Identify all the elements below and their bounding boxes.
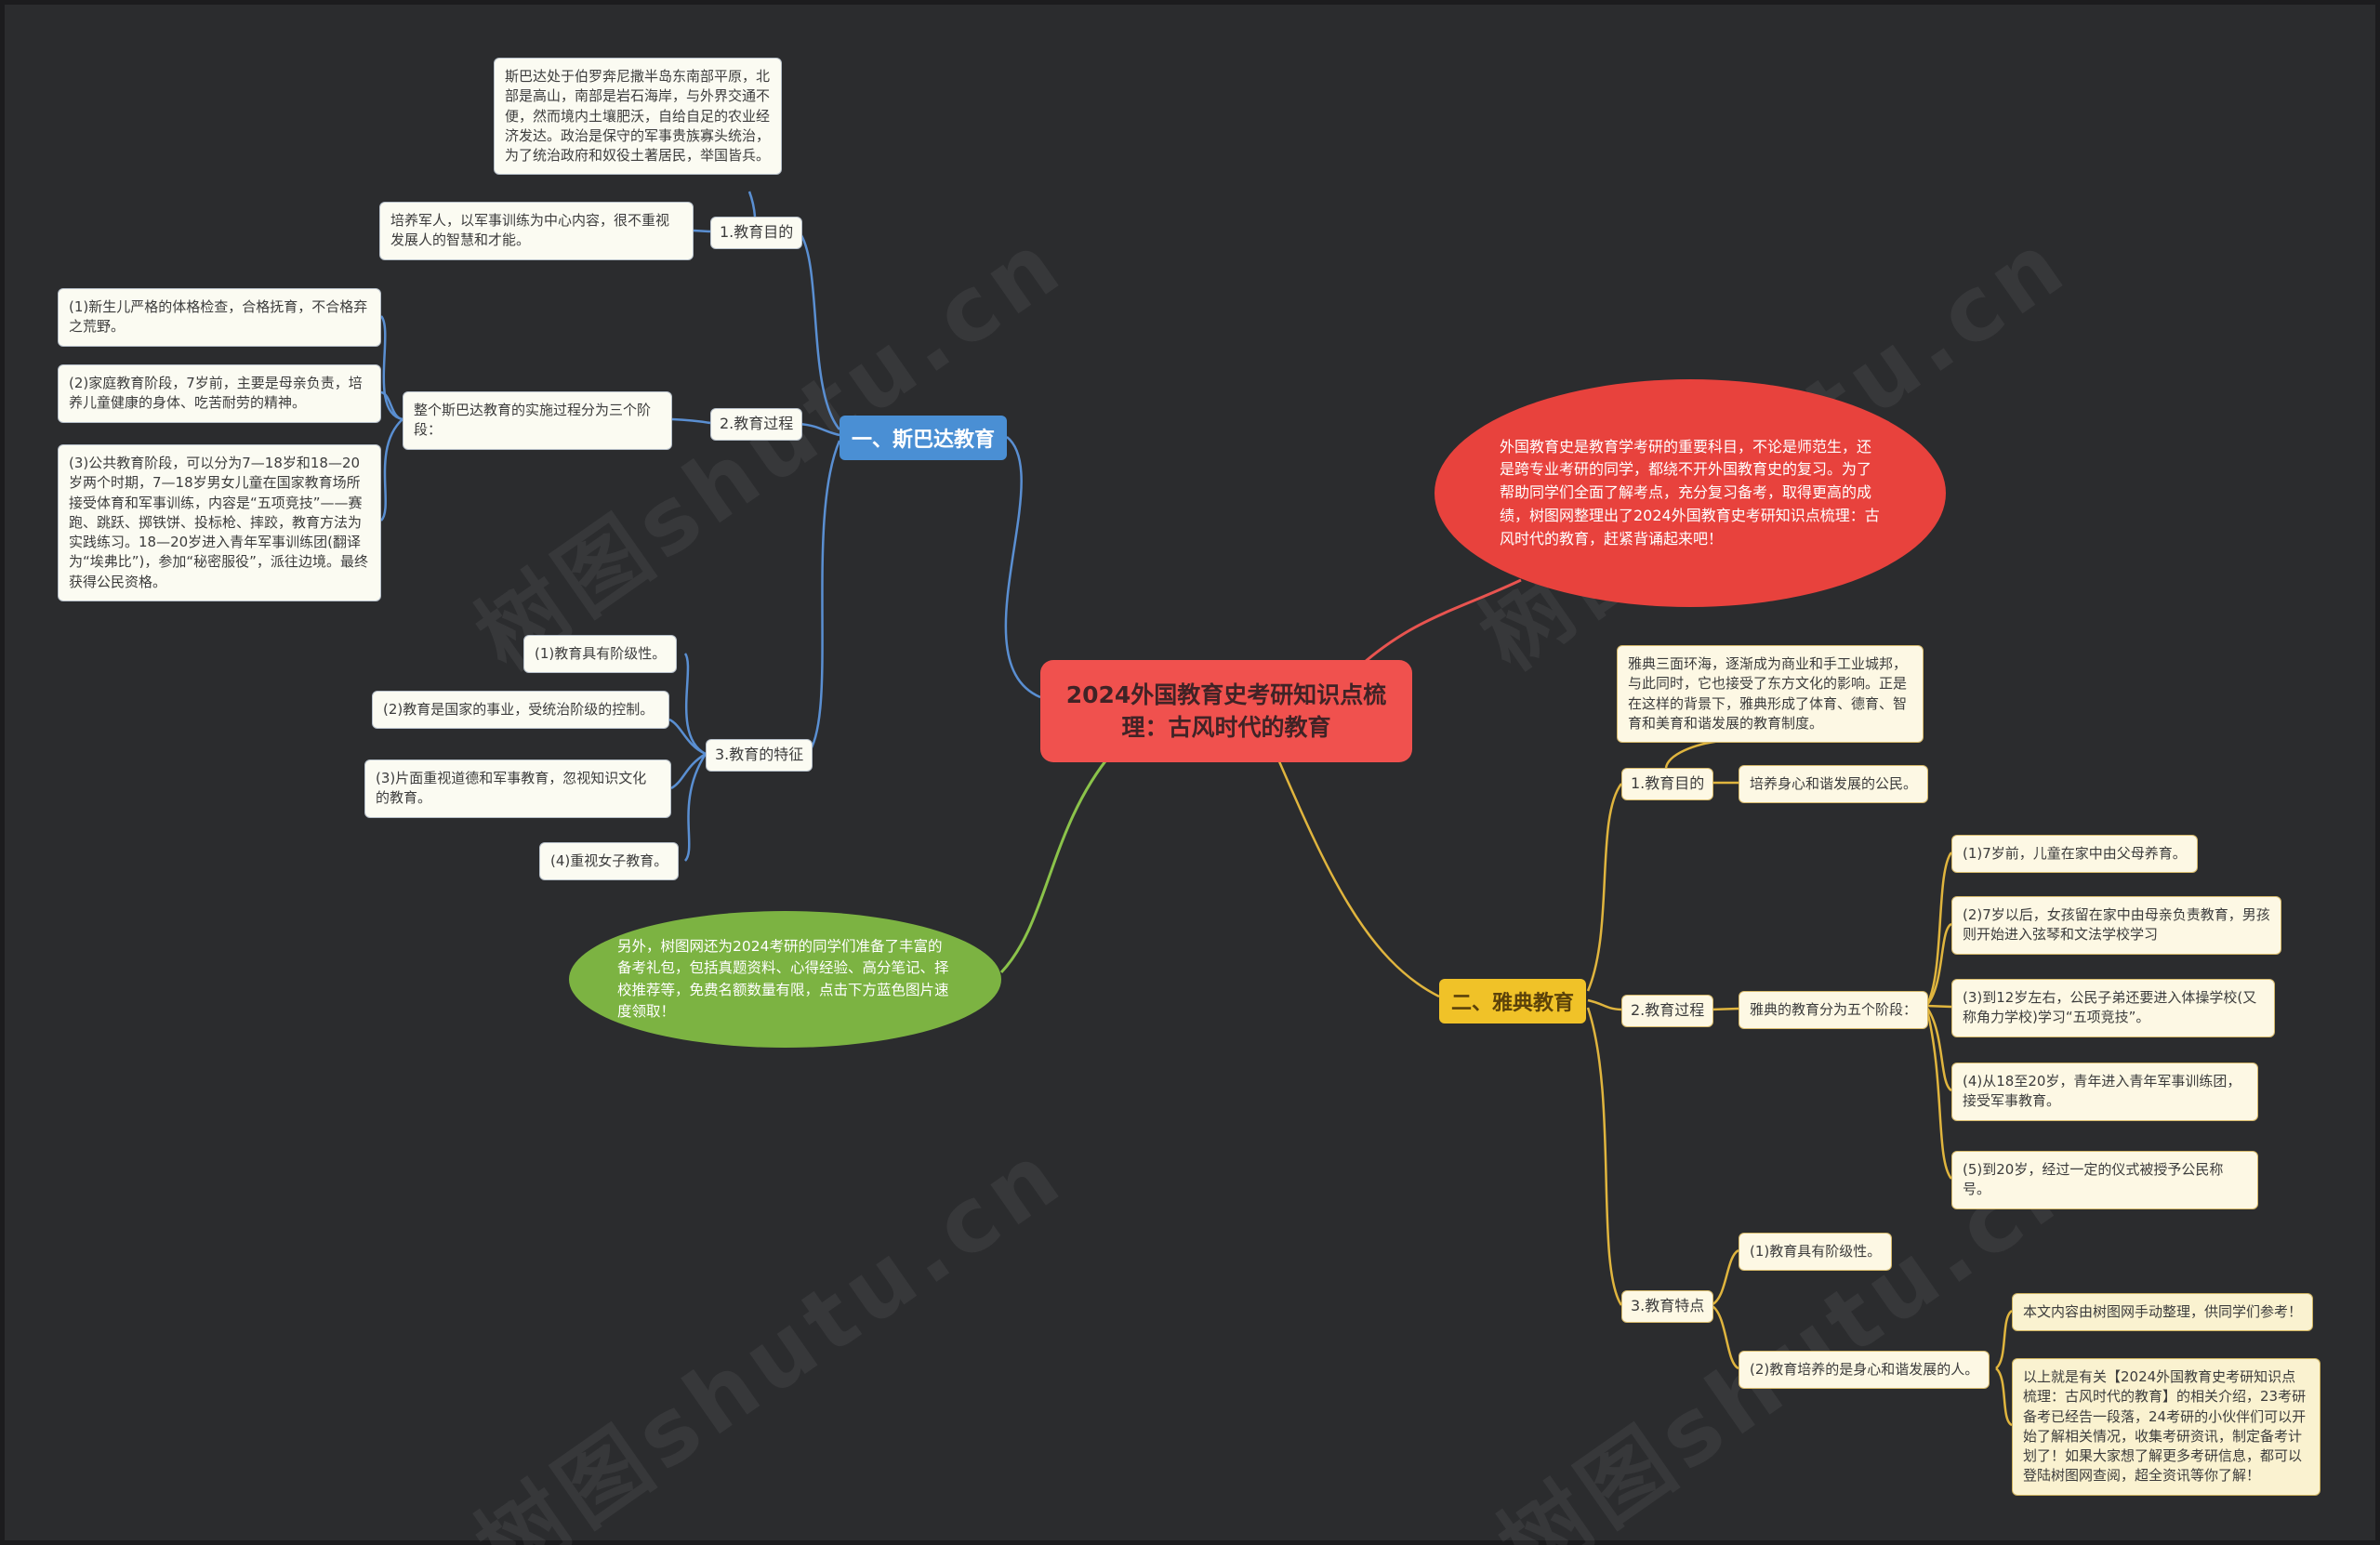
source-note[interactable]: 本文内容由树图网手动整理，供同学们参考！ (2012, 1293, 2314, 1332)
intro-note-bubble[interactable]: 外国教育史是教育学考研的重要科目，不论是师范生，还是跨专业考研的同学，都绕不开外… (1435, 379, 1946, 607)
intro-note-text: 外国教育史是教育学考研的重要科目，不论是师范生，还是跨专业考研的同学，都绕不开外… (1500, 437, 1880, 548)
athens-stage-2[interactable]: (2)7岁以后，女孩留在家中由母亲负责教育，男孩则开始进入弦琴和文法学校学习 (1951, 896, 2281, 955)
athens-goal-text[interactable]: 培养身心和谐发展的公民。 (1739, 765, 1929, 804)
central-topic[interactable]: 2024外国教育史考研知识点梳理：古风时代的教育 (1040, 660, 1412, 762)
sparta-goal-label[interactable]: 1.教育目的 (710, 217, 803, 249)
athens-goal-label[interactable]: 1.教育目的 (1621, 768, 1714, 800)
sparta-feature-2[interactable]: (2)教育是国家的事业，受统治阶级的控制。 (372, 691, 669, 730)
athens-features-label[interactable]: 3.教育特点 (1621, 1290, 1714, 1323)
branch-sparta-education[interactable]: 一、斯巴达教育 (840, 416, 1008, 460)
sparta-goal-text[interactable]: 培养军人，以军事训练为中心内容，很不重视发展人的智慧和才能。 (379, 202, 694, 260)
athens-feature-1[interactable]: (1)教育具有阶级性。 (1739, 1233, 1893, 1272)
sparta-features-label[interactable]: 3.教育的特征 (706, 739, 813, 772)
athens-background-note[interactable]: 雅典三面环海，逐渐成为商业和手工业城邦，与此同时，它也接受了东方文化的影响。正是… (1617, 645, 1924, 744)
athens-process-label[interactable]: 2.教育过程 (1621, 995, 1714, 1027)
promo-note-text: 另外，树图网还为2024考研的同学们准备了丰富的备考礼包，包括真题资料、心得经验… (617, 938, 949, 1020)
athens-feature-2[interactable]: (2)教育培养的是身心和谐发展的人。 (1739, 1351, 1990, 1390)
sparta-stage-2[interactable]: (2)家庭教育阶段，7岁前，主要是母亲负责，培养儿童健康的身体、吃苦耐劳的精神。 (58, 364, 381, 423)
outro-note[interactable]: 以上就是有关【2024外国教育史考研知识点梳理：古风时代的教育】的相关介绍，23… (2012, 1358, 2320, 1496)
sparta-stage-1[interactable]: (1)新生儿严格的体格检查，合格抚育，不合格弃之荒野。 (58, 288, 381, 347)
athens-stage-1[interactable]: (1)7岁前，儿童在家中由父母养育。 (1951, 835, 2198, 874)
athens-stage-3[interactable]: (3)到12岁左右，公民子弟还要进入体操学校(又称角力学校)学习“五项竞技”。 (1951, 979, 2275, 1037)
sparta-feature-3[interactable]: (3)片面重视道德和军事教育，忽视知识文化的教育。 (364, 759, 671, 818)
sparta-background-note[interactable]: 斯巴达处于伯罗奔尼撒半岛东南部平原，北部是高山，南部是岩石海岸，与外界交通不便，… (494, 58, 782, 176)
branch-athens-education[interactable]: 二、雅典教育 (1439, 979, 1587, 1023)
sparta-process-label[interactable]: 2.教育过程 (710, 408, 803, 441)
athens-stage-5[interactable]: (5)到20岁，经过一定的仪式被授予公民称号。 (1951, 1151, 2258, 1209)
sparta-stage-3[interactable]: (3)公共教育阶段，可以分为7—18岁和18—20岁两个时期，7—18岁男女儿童… (58, 444, 381, 602)
athens-process-intro[interactable]: 雅典的教育分为五个阶段： (1739, 991, 1929, 1030)
sparta-process-intro[interactable]: 整个斯巴达教育的实施过程分为三个阶段： (403, 391, 672, 450)
athens-stage-4[interactable]: (4)从18至20岁，青年进入青年军事训练团，接受军事教育。 (1951, 1063, 2258, 1121)
sparta-feature-4[interactable]: (4)重视女子教育。 (539, 842, 680, 881)
sparta-feature-1[interactable]: (1)教育具有阶级性。 (523, 635, 678, 674)
promo-note-bubble[interactable]: 另外，树图网还为2024考研的同学们准备了丰富的备考礼包，包括真题资料、心得经验… (569, 911, 1001, 1048)
